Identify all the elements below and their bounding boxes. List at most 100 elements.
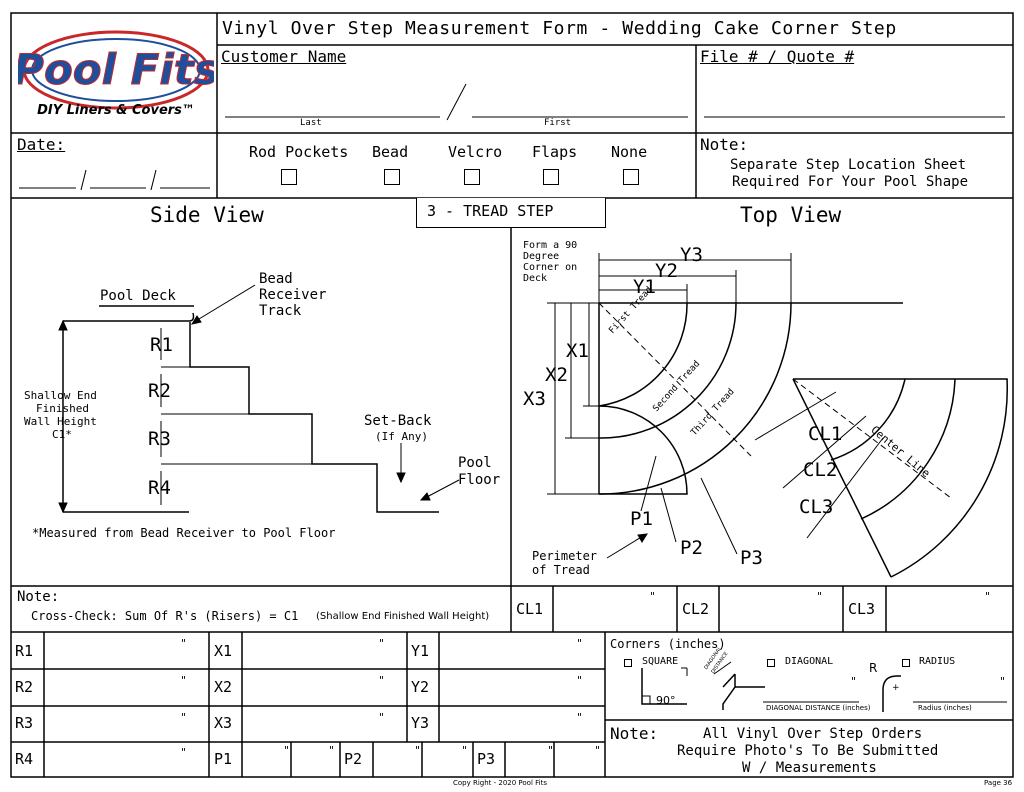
bead-checkbox[interactable] bbox=[384, 169, 400, 185]
last-name-field[interactable] bbox=[225, 88, 440, 114]
p3-inch-mark-a: " bbox=[548, 744, 554, 757]
date-month-field[interactable] bbox=[19, 168, 76, 188]
diagonal-distance-caption: DIAGONAL DISTANCE (inches) bbox=[766, 704, 871, 712]
note-top-label: Note: bbox=[700, 135, 749, 154]
page-number: Page 36 bbox=[984, 779, 1013, 787]
radius-r-letter: R bbox=[869, 661, 878, 675]
y2-label: Y2 bbox=[655, 260, 678, 282]
logo-tagline: DIY Liners & Covers™ bbox=[37, 103, 195, 118]
crosscheck-text: Cross-Check: Sum Of R's (Risers) = C1 bbox=[31, 609, 299, 623]
date-day-field[interactable] bbox=[90, 168, 146, 188]
riser-label-r1: R1 bbox=[150, 334, 173, 356]
note-top-line1: Separate Step Location Sheet bbox=[730, 157, 967, 173]
cl2-input[interactable] bbox=[720, 587, 842, 631]
note-top-line2: Required For Your Pool Shape bbox=[732, 174, 969, 190]
radius-input[interactable] bbox=[913, 684, 1007, 702]
y2-cell-label: Y2 bbox=[411, 678, 430, 696]
option-none-label: None bbox=[611, 143, 648, 161]
form-title: Vinyl Over Step Measurement Form - Weddi… bbox=[222, 18, 897, 39]
riser-label-r2: R2 bbox=[148, 380, 171, 402]
last-name-label: Last bbox=[300, 118, 322, 128]
x1-inch-mark: " bbox=[379, 637, 385, 650]
none-checkbox[interactable] bbox=[623, 169, 639, 185]
diagonal-distance-input[interactable] bbox=[763, 684, 859, 702]
cl3-input[interactable] bbox=[887, 587, 1012, 631]
file-quote-field[interactable] bbox=[704, 88, 1004, 114]
p1-label: P1 bbox=[630, 508, 653, 530]
r2-cell-label: R2 bbox=[15, 678, 34, 696]
p1-input[interactable] bbox=[243, 743, 339, 776]
option-rod-pockets-label: Rod Pockets bbox=[249, 143, 349, 161]
setback-label-2: (If Any) bbox=[375, 430, 428, 443]
radius-label: RADIUS bbox=[919, 656, 956, 667]
p3-cell-label: P3 bbox=[477, 750, 496, 768]
x2-label: X2 bbox=[545, 364, 568, 386]
p2-inch-mark-a: " bbox=[415, 744, 421, 757]
diagonal-checkbox[interactable] bbox=[767, 659, 775, 667]
r2-inch-mark: " bbox=[181, 674, 187, 687]
note-bottom-line1: All Vinyl Over Step Orders bbox=[703, 726, 923, 742]
cl1-input[interactable] bbox=[554, 587, 676, 631]
radius-checkbox[interactable] bbox=[902, 659, 910, 667]
cl3-inch-mark: " bbox=[985, 590, 991, 603]
y2-inch-mark: " bbox=[577, 674, 583, 687]
p3-input[interactable] bbox=[506, 743, 604, 776]
corner-note-4: Deck bbox=[523, 273, 548, 284]
cl3-label: CL3 bbox=[799, 496, 834, 518]
p1-inch-mark-a: " bbox=[284, 744, 290, 757]
tread-step-label: 3 - TREAD STEP bbox=[427, 202, 554, 220]
x1-label: X1 bbox=[566, 340, 589, 362]
note-bottom-line3: W / Measurements bbox=[742, 760, 877, 776]
square-label: SQUARE bbox=[642, 656, 679, 667]
date-year-field[interactable] bbox=[160, 168, 210, 188]
p2-input[interactable] bbox=[374, 743, 472, 776]
customer-name-label: Customer Name bbox=[221, 47, 347, 66]
r4-inch-mark: " bbox=[181, 746, 187, 759]
option-flaps-label: Flaps bbox=[532, 143, 578, 161]
corners-title: Corners (inches) bbox=[610, 637, 726, 651]
pool-floor-label-1: Pool bbox=[458, 455, 492, 471]
first-name-field[interactable] bbox=[472, 88, 688, 114]
wall-height-label-2: Finished bbox=[36, 402, 89, 415]
x3-inch-mark: " bbox=[379, 711, 385, 724]
rod-pockets-checkbox[interactable] bbox=[281, 169, 297, 185]
x3-cell-label: X3 bbox=[214, 714, 233, 732]
top-view-title: Top View bbox=[740, 203, 842, 227]
side-view-footnote: *Measured from Bead Receiver to Pool Flo… bbox=[32, 526, 336, 540]
p2-cell-label: P2 bbox=[344, 750, 363, 768]
x2-inch-mark: " bbox=[379, 674, 385, 687]
wall-height-label-1: Shallow End bbox=[24, 389, 97, 402]
ninety-degree-label: 90° bbox=[656, 694, 676, 707]
corner-note-2: Degree bbox=[523, 251, 560, 262]
note-bottom-label: Note: bbox=[610, 724, 659, 743]
x1-cell-label: X1 bbox=[214, 642, 233, 660]
perimeter-label-2: of Tread bbox=[532, 563, 590, 577]
velcro-checkbox[interactable] bbox=[464, 169, 480, 185]
r1-cell-label: R1 bbox=[15, 642, 34, 660]
p3-label: P3 bbox=[740, 547, 763, 569]
r3-cell-label: R3 bbox=[15, 714, 34, 732]
p2-inch-mark-b: " bbox=[462, 744, 468, 757]
y3-cell-label: Y3 bbox=[411, 714, 430, 732]
corner-note-3: Corner on bbox=[523, 262, 578, 273]
cl1-label: CL1 bbox=[808, 423, 843, 445]
setback-label-1: Set-Back bbox=[364, 413, 432, 429]
y3-label: Y3 bbox=[680, 244, 703, 266]
bead-label-2: Receiver bbox=[259, 287, 327, 303]
crosscheck-paren: (Shallow End Finished Wall Height) bbox=[316, 611, 490, 622]
riser-label-r3: R3 bbox=[148, 428, 171, 450]
flaps-checkbox[interactable] bbox=[543, 169, 559, 185]
note-bottom-line2: Require Photo's To Be Submitted bbox=[677, 743, 939, 759]
p3-inch-mark-b: " bbox=[595, 744, 601, 757]
tread-step-box: 3 - TREAD STEP bbox=[416, 198, 606, 228]
p2-label: P2 bbox=[680, 537, 703, 559]
y1-label: Y1 bbox=[633, 276, 656, 298]
cl2-cell-label: CL2 bbox=[682, 600, 710, 618]
pool-fits-logo: Pool Fits DIY Liners & Covers™ bbox=[18, 30, 214, 118]
diagonal-label: DIAGONAL bbox=[785, 656, 834, 667]
y1-inch-mark: " bbox=[577, 637, 583, 650]
pool-floor-label-2: Floor bbox=[458, 472, 501, 488]
square-checkbox[interactable] bbox=[624, 659, 632, 667]
wall-height-label-3: Wall Height bbox=[24, 415, 97, 428]
r1-inch-mark: " bbox=[181, 637, 187, 650]
